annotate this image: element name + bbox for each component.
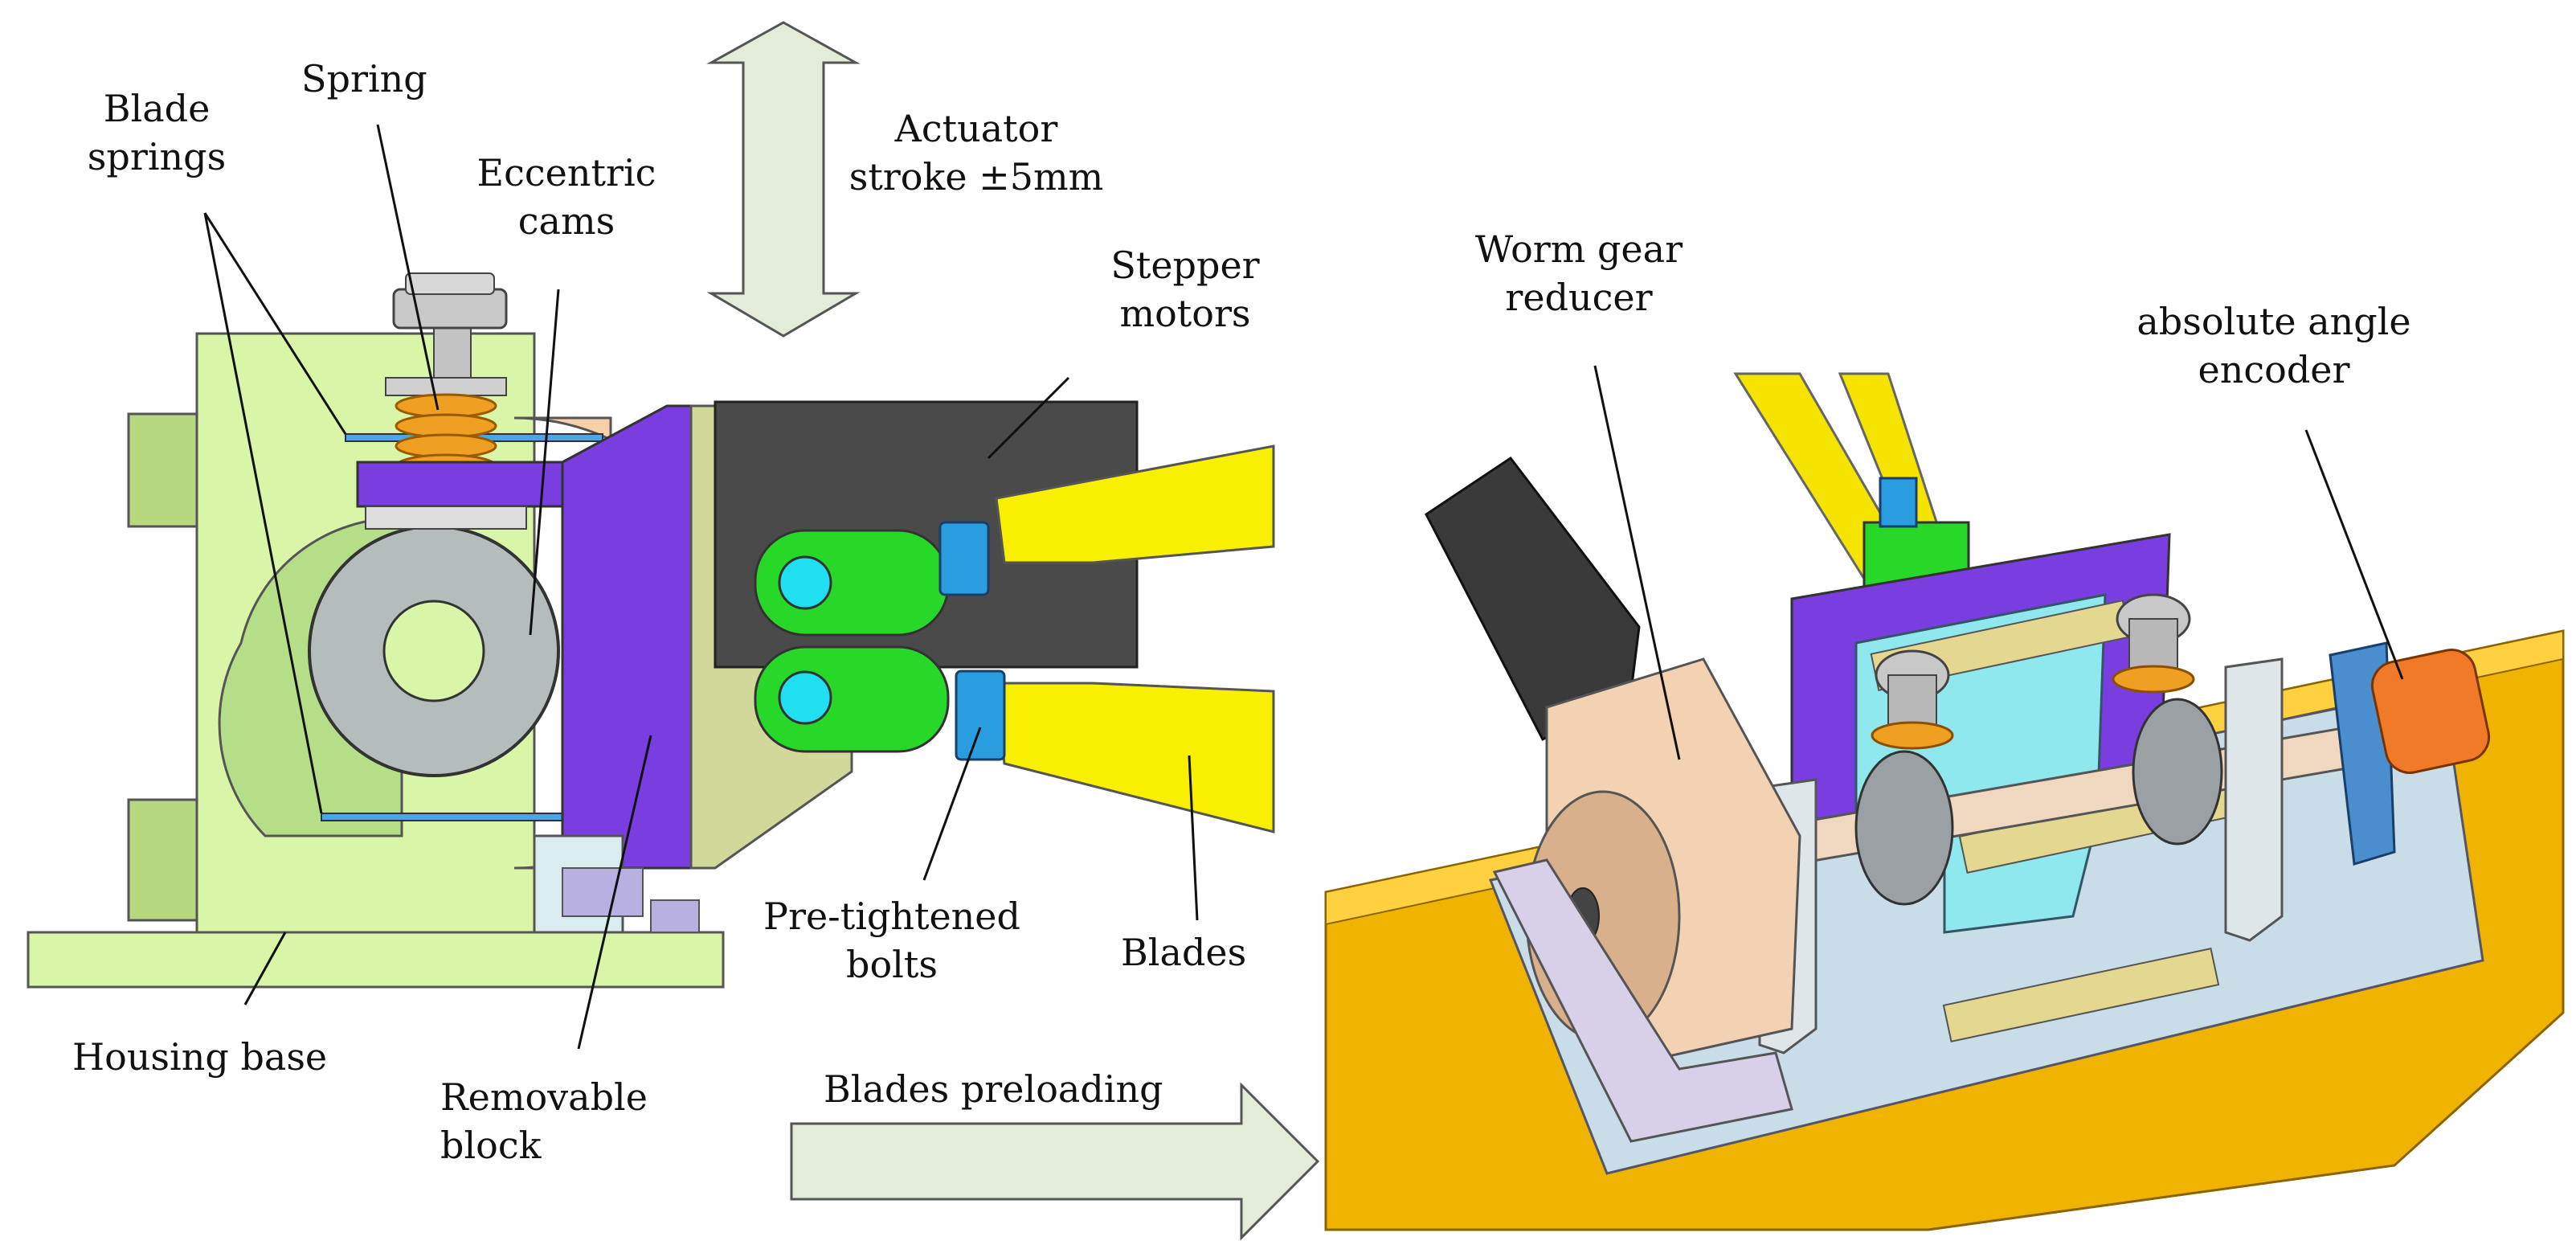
pretightened-bolt-upper bbox=[938, 521, 990, 596]
spring-seat bbox=[385, 377, 507, 396]
right-assembly bbox=[1324, 372, 2565, 1231]
label-blades-preloading: Blades preloading bbox=[824, 1067, 1163, 1111]
removable-block-insert bbox=[562, 867, 644, 917]
label-actuator-stroke: Actuator stroke ±5mm bbox=[848, 107, 1104, 199]
leader-worm-gear-reducer bbox=[1593, 365, 1681, 760]
leader-pretightened-bolts bbox=[922, 727, 982, 881]
bearing-support-right bbox=[2224, 657, 2284, 942]
label-absolute-angle-encoder: absolute angle encoder bbox=[2136, 300, 2411, 391]
pretightened-bolt-lower bbox=[955, 670, 1006, 761]
shaft-cam-right bbox=[2132, 698, 2223, 846]
label-housing-base: Housing base bbox=[72, 1035, 328, 1079]
spring-bolt-left bbox=[1871, 649, 1954, 750]
top-washer bbox=[405, 272, 495, 295]
blades-preloading-arrow bbox=[790, 1082, 1320, 1241]
top-nut bbox=[392, 288, 508, 330]
housing-flange-top bbox=[127, 412, 204, 528]
label-worm-gear-reducer: Worm gear reducer bbox=[1474, 227, 1683, 319]
actuator-stroke-arrow bbox=[706, 21, 861, 338]
leader-eccentric-cams bbox=[529, 289, 560, 636]
leader-removable-block bbox=[577, 735, 652, 1050]
blade-lower bbox=[995, 682, 1275, 833]
cam-bore bbox=[382, 600, 485, 702]
removable-block bbox=[561, 404, 709, 870]
leader-spring bbox=[376, 124, 440, 411]
label-spring: Spring bbox=[301, 57, 427, 100]
housing-flange-bottom bbox=[127, 798, 204, 922]
leader-lines bbox=[203, 124, 2404, 1050]
link-upper-pin bbox=[778, 555, 832, 610]
lever-arm-pad bbox=[365, 506, 527, 530]
vertical-bolt bbox=[1879, 477, 1918, 528]
leader-blade-springs-2 bbox=[203, 212, 323, 814]
spring-bolt-right bbox=[2112, 593, 2195, 694]
label-blades: Blades bbox=[1121, 931, 1247, 974]
link-lower-pin bbox=[778, 670, 832, 725]
label-removable-block: Removable block bbox=[440, 1075, 648, 1167]
housing-base-foot bbox=[27, 931, 725, 989]
absolute-angle-encoder bbox=[2370, 649, 2491, 774]
label-stepper-motors: Stepper motors bbox=[1110, 244, 1260, 335]
leader-blade-springs-1 bbox=[203, 212, 347, 435]
shaft-cam-left bbox=[1854, 750, 1954, 906]
label-blade-springs: Blade springs bbox=[87, 87, 227, 178]
leader-blades bbox=[1188, 755, 1199, 921]
removable-block-foot bbox=[650, 899, 700, 933]
label-pretightened-bolts: Pre-tightened bolts bbox=[763, 895, 1020, 986]
blade-upper bbox=[995, 444, 1275, 564]
stepper-motor-3d bbox=[1425, 456, 1641, 742]
leader-stepper-motors bbox=[987, 376, 1070, 460]
blade-spring-lower bbox=[321, 813, 579, 821]
reducer-mount bbox=[1492, 858, 1793, 1143]
lever-arm bbox=[356, 461, 564, 508]
left-assembly bbox=[27, 272, 1275, 989]
leader-housing-base bbox=[243, 932, 287, 1005]
label-eccentric-cams: Eccentric cams bbox=[476, 151, 656, 243]
leader-encoder bbox=[2304, 429, 2404, 680]
